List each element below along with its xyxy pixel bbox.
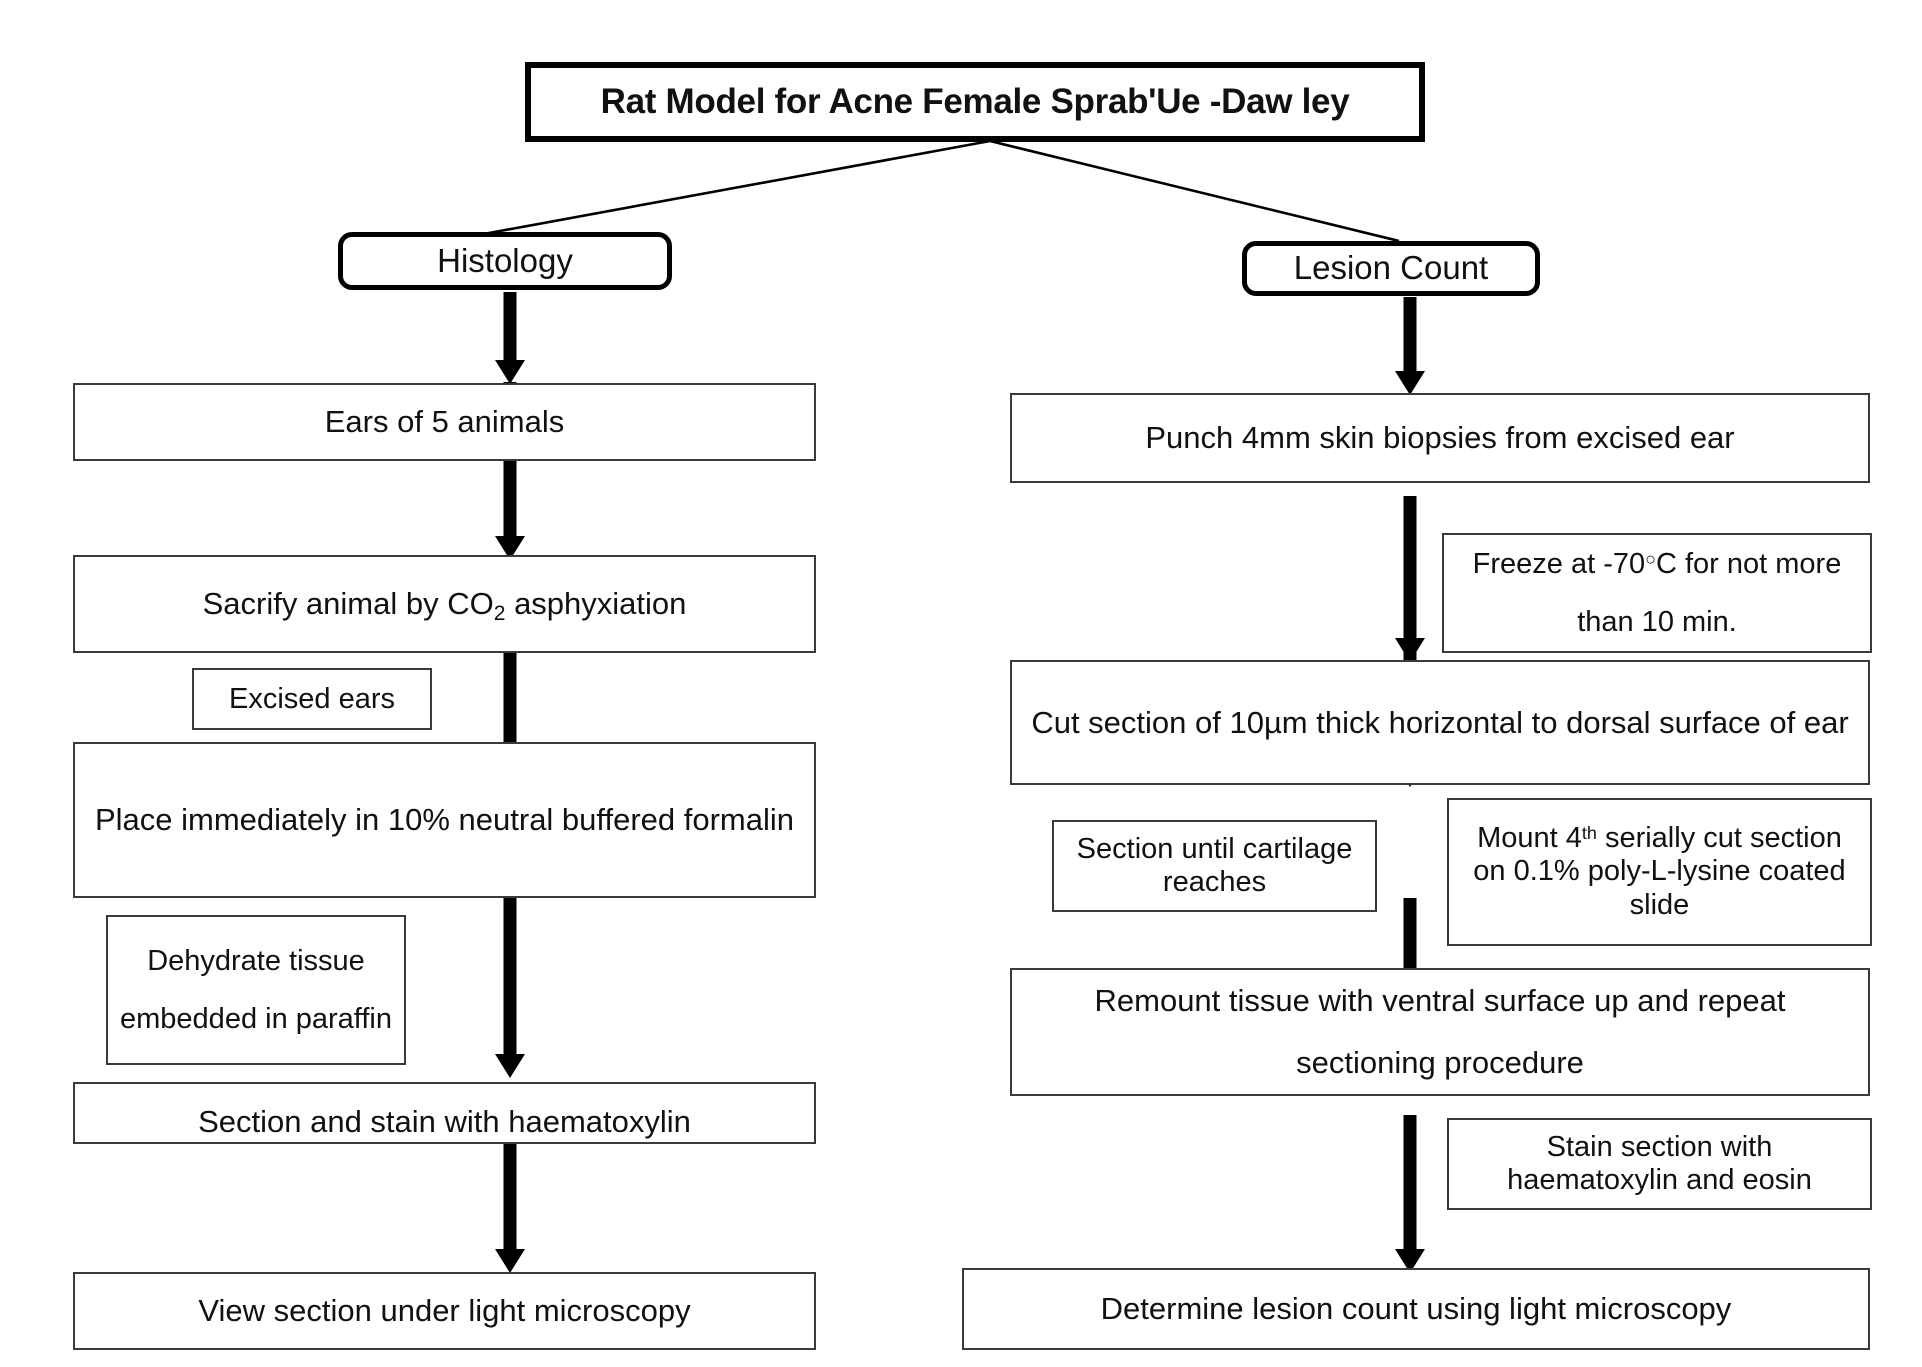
note-label: Mount 4th serially cut section on 0.1% p… <box>1473 821 1846 921</box>
note-box-dehydrate-tissue: Dehydrate tissue embedded in paraffin <box>106 915 406 1065</box>
page-title: Rat Model for Acne Female Sprab'Ue -Daw … <box>600 81 1350 121</box>
process-label: Section and stain with haematoxylin <box>198 1104 691 1139</box>
note-box-excised-ears: Excised ears <box>192 668 432 730</box>
note-label: Stain section with haematoxylin and eosi… <box>1507 1130 1812 1196</box>
arrow-formalin-to-section-stain <box>490 898 530 1078</box>
branch-label-lesion-count: Lesion Count <box>1293 249 1489 287</box>
process-box-section-and-stain: Section and stain with haematoxylin <box>73 1082 816 1144</box>
note-label: Excised ears <box>228 682 395 715</box>
note-box-mount-4th-section: Mount 4th serially cut section on 0.1% p… <box>1447 798 1872 946</box>
arrow-lesion-count-to-punch <box>1390 297 1430 395</box>
process-label: Sacrify animal by CO2 asphyxiation <box>202 585 687 625</box>
process-label: Ears of 5 animals <box>324 403 565 439</box>
process-box-cut-section: Cut section of 10µm thick horizontal to … <box>1010 660 1870 785</box>
branch-node-lesion-count[interactable]: Lesion Count <box>1242 241 1540 296</box>
note-label: Dehydrate tissue embedded in paraffin <box>120 945 392 1035</box>
process-box-view-section: View section under light microscopy <box>73 1272 816 1350</box>
process-box-determine-lesion-count: Determine lesion count using light micro… <box>962 1268 1870 1350</box>
process-label: View section under light microscopy <box>198 1292 691 1328</box>
arrow-section-stain-to-view <box>490 1143 530 1273</box>
process-label: Punch 4mm skin biopsies from excised ear <box>1145 419 1735 455</box>
process-label: Remount tissue with ventral surface up a… <box>1094 983 1786 1080</box>
note-box-stain-haematoxylin-eosin: Stain section with haematoxylin and eosi… <box>1447 1118 1872 1210</box>
note-box-freeze: Freeze at -70○C for not more than 10 min… <box>1442 533 1872 653</box>
process-label: Cut section of 10µm thick horizontal to … <box>1031 704 1849 740</box>
diagram-title-box: Rat Model for Acne Female Sprab'Ue -Daw … <box>525 62 1425 142</box>
arrow-histology-to-ears <box>490 292 530 384</box>
note-label: Freeze at -70○C for not more than 10 min… <box>1472 548 1842 638</box>
note-label: Section until cartilage reaches <box>1076 832 1353 898</box>
arrow-punch-to-cut-section <box>1390 496 1430 662</box>
process-label: Determine lesion count using light micro… <box>1100 1290 1732 1326</box>
branch-label-histology: Histology <box>437 241 573 279</box>
process-label: Place immediately in 10% neutral buffere… <box>94 802 794 837</box>
process-box-remount-tissue: Remount tissue with ventral surface up a… <box>1010 968 1870 1096</box>
connector-line-right <box>989 139 1400 243</box>
process-box-ears-of-5-animals: Ears of 5 animals <box>73 383 816 461</box>
process-box-place-in-formalin: Place immediately in 10% neutral buffere… <box>73 742 816 898</box>
connector-line-left <box>461 139 991 240</box>
process-box-sacrify-animal: Sacrify animal by CO2 asphyxiation <box>73 555 816 653</box>
process-box-punch-biopsies: Punch 4mm skin biopsies from excised ear <box>1010 393 1870 483</box>
arrow-stain-to-determine <box>1390 1115 1430 1273</box>
branch-node-histology[interactable]: Histology <box>338 232 672 290</box>
note-box-section-until-cartilage: Section until cartilage reaches <box>1052 820 1377 912</box>
